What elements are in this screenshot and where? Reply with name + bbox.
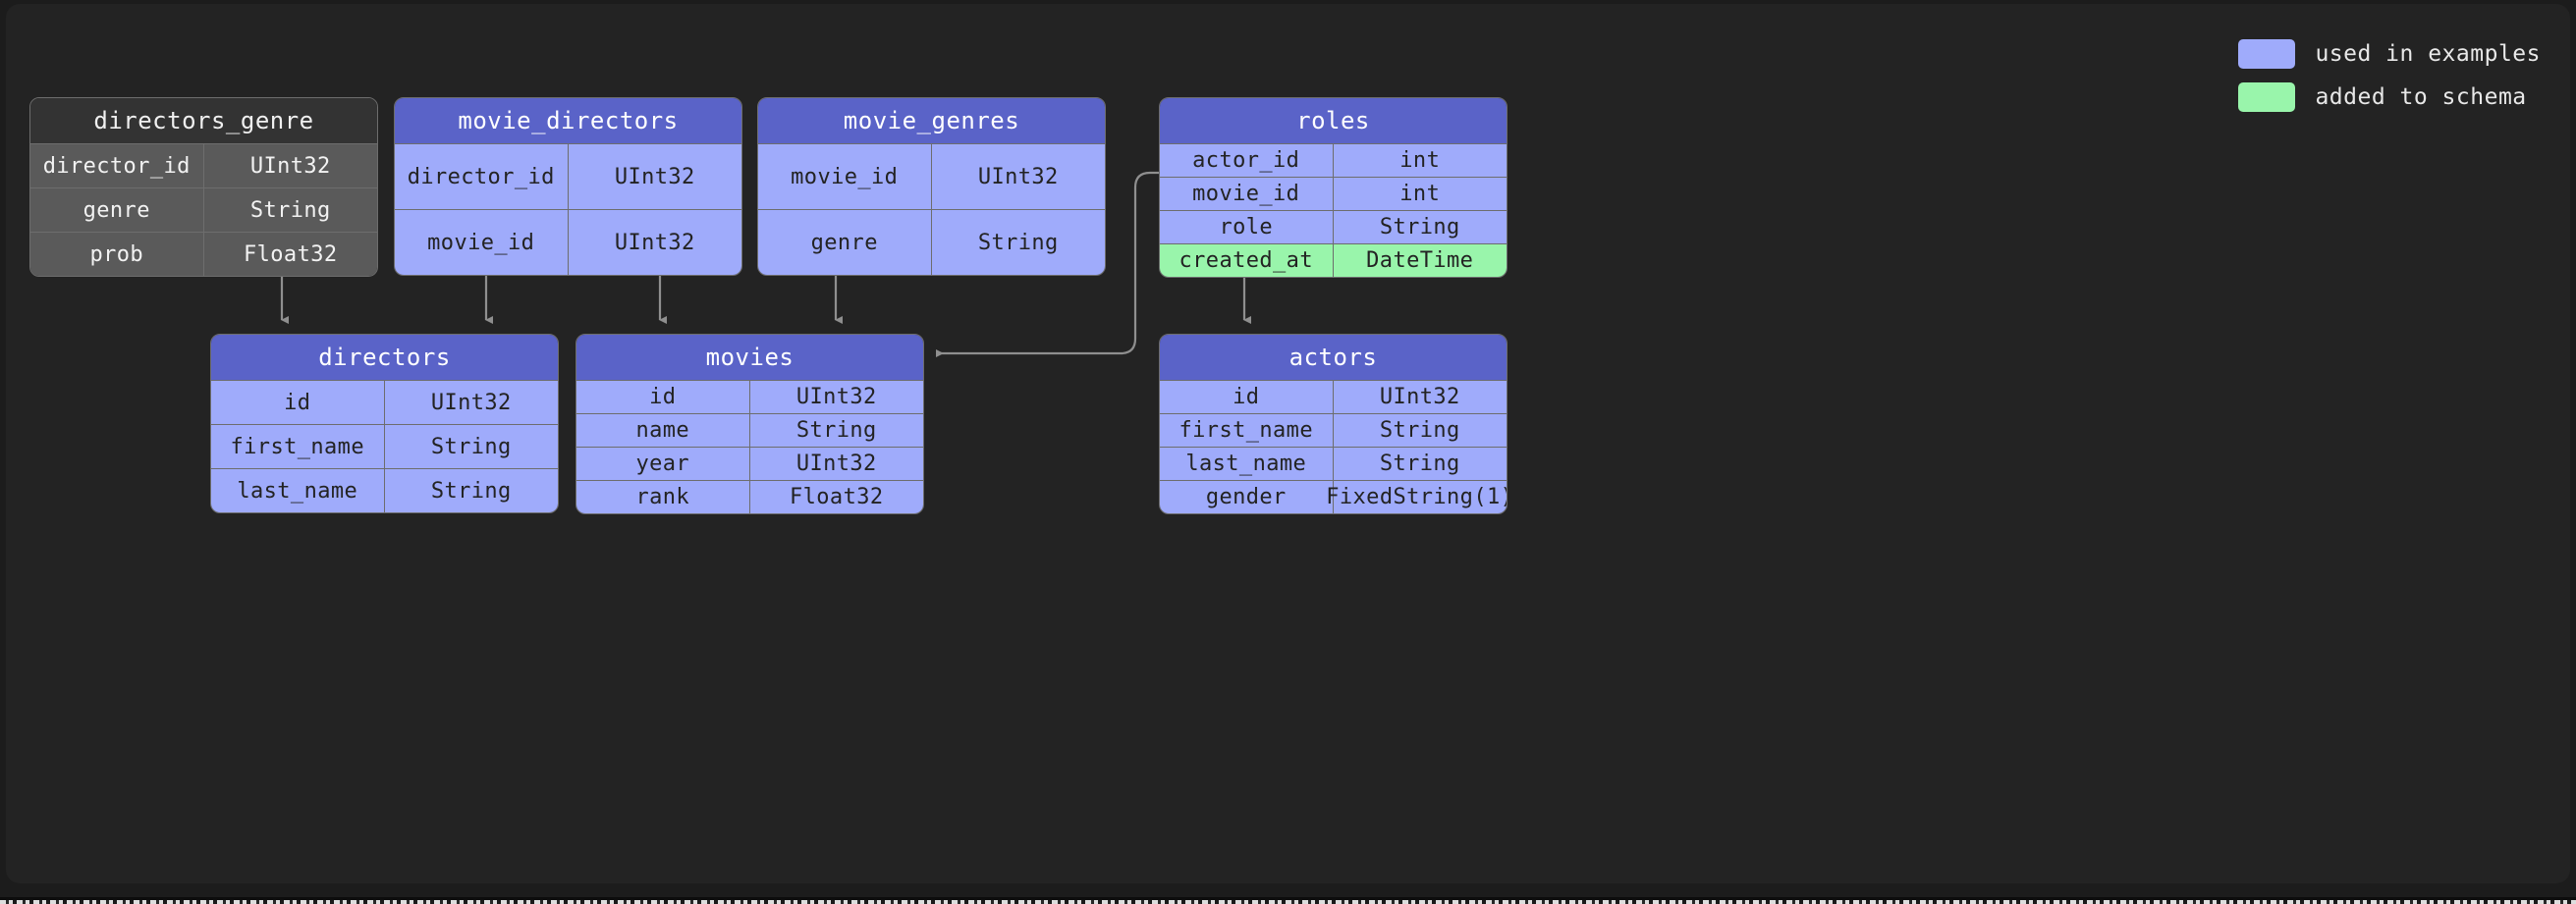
column-type-cell: UInt32: [1333, 381, 1507, 413]
column-type-cell: UInt32: [749, 448, 923, 480]
column-name-cell: last_name: [1160, 448, 1334, 480]
column-name-cell: role: [1160, 211, 1334, 243]
column-name-cell: movie_id: [758, 144, 932, 209]
diagram-canvas: used in examples added to schema directo…: [6, 4, 2570, 883]
legend-item-used-in-examples: used in examples: [2238, 39, 2541, 69]
legend: used in examples added to schema: [2238, 39, 2541, 112]
column-name-cell: movie_id: [1160, 178, 1334, 210]
table-title-movie_genres: movie_genres: [758, 98, 1105, 143]
column-name-cell: id: [211, 381, 385, 424]
column-name-cell: id: [1160, 381, 1334, 413]
column-type-cell: UInt32: [384, 381, 558, 424]
column-name-cell: id: [576, 381, 750, 413]
legend-item-added-to-schema: added to schema: [2238, 82, 2541, 112]
column-type-cell: String: [384, 469, 558, 512]
column-name-cell: director_id: [395, 144, 569, 209]
column-type-cell: FixedString(1): [1326, 481, 1507, 513]
column-name-cell: genre: [30, 188, 204, 232]
column-type-cell: UInt32: [568, 144, 741, 209]
column-type-cell: Float32: [749, 481, 923, 513]
column-name-cell: prob: [30, 233, 204, 276]
table-title-directors: directors: [211, 335, 558, 380]
table-title-movies: movies: [576, 335, 923, 380]
column-name-cell: rank: [576, 481, 750, 513]
column-type-cell: Float32: [203, 233, 377, 276]
window-bottom-rule: [0, 897, 2576, 900]
column-name-cell: actor_id: [1160, 144, 1334, 177]
column-type-cell: UInt32: [568, 210, 741, 275]
column-type-cell: UInt32: [749, 381, 923, 413]
column-type-cell: String: [1333, 414, 1507, 447]
column-type-cell: int: [1333, 178, 1507, 210]
column-type-cell: String: [931, 210, 1105, 275]
column-type-cell: String: [749, 414, 923, 447]
column-name-cell: director_id: [30, 144, 204, 187]
column-name-cell: genre: [758, 210, 932, 275]
legend-label-used-in-examples: used in examples: [2315, 41, 2541, 67]
table-title-actors: actors: [1160, 335, 1507, 380]
column-name-cell: gender: [1160, 481, 1334, 513]
column-name-cell: last_name: [211, 469, 385, 512]
column-type-cell: UInt32: [203, 144, 377, 187]
column-type-cell: int: [1333, 144, 1507, 177]
column-type-cell: String: [203, 188, 377, 232]
column-type-cell: String: [384, 425, 558, 468]
clipped-bottom-content: [0, 900, 2576, 904]
column-type-cell: String: [1333, 448, 1507, 480]
legend-swatch-used-in-examples: [2238, 39, 2296, 69]
column-type-cell: UInt32: [931, 144, 1105, 209]
column-name-cell: name: [576, 414, 750, 447]
table-title-directors_genre: directors_genre: [30, 98, 377, 143]
column-name-cell: movie_id: [395, 210, 569, 275]
column-name-cell: first_name: [211, 425, 385, 468]
column-name-cell: created_at: [1160, 244, 1334, 277]
table-title-movie_directors: movie_directors: [395, 98, 741, 143]
column-type-cell: DateTime: [1333, 244, 1507, 277]
column-name-cell: first_name: [1160, 414, 1334, 447]
legend-label-added-to-schema: added to schema: [2315, 84, 2527, 110]
column-type-cell: String: [1333, 211, 1507, 243]
table-title-roles: roles: [1160, 98, 1507, 143]
legend-swatch-added-to-schema: [2238, 82, 2296, 112]
column-name-cell: year: [576, 448, 750, 480]
